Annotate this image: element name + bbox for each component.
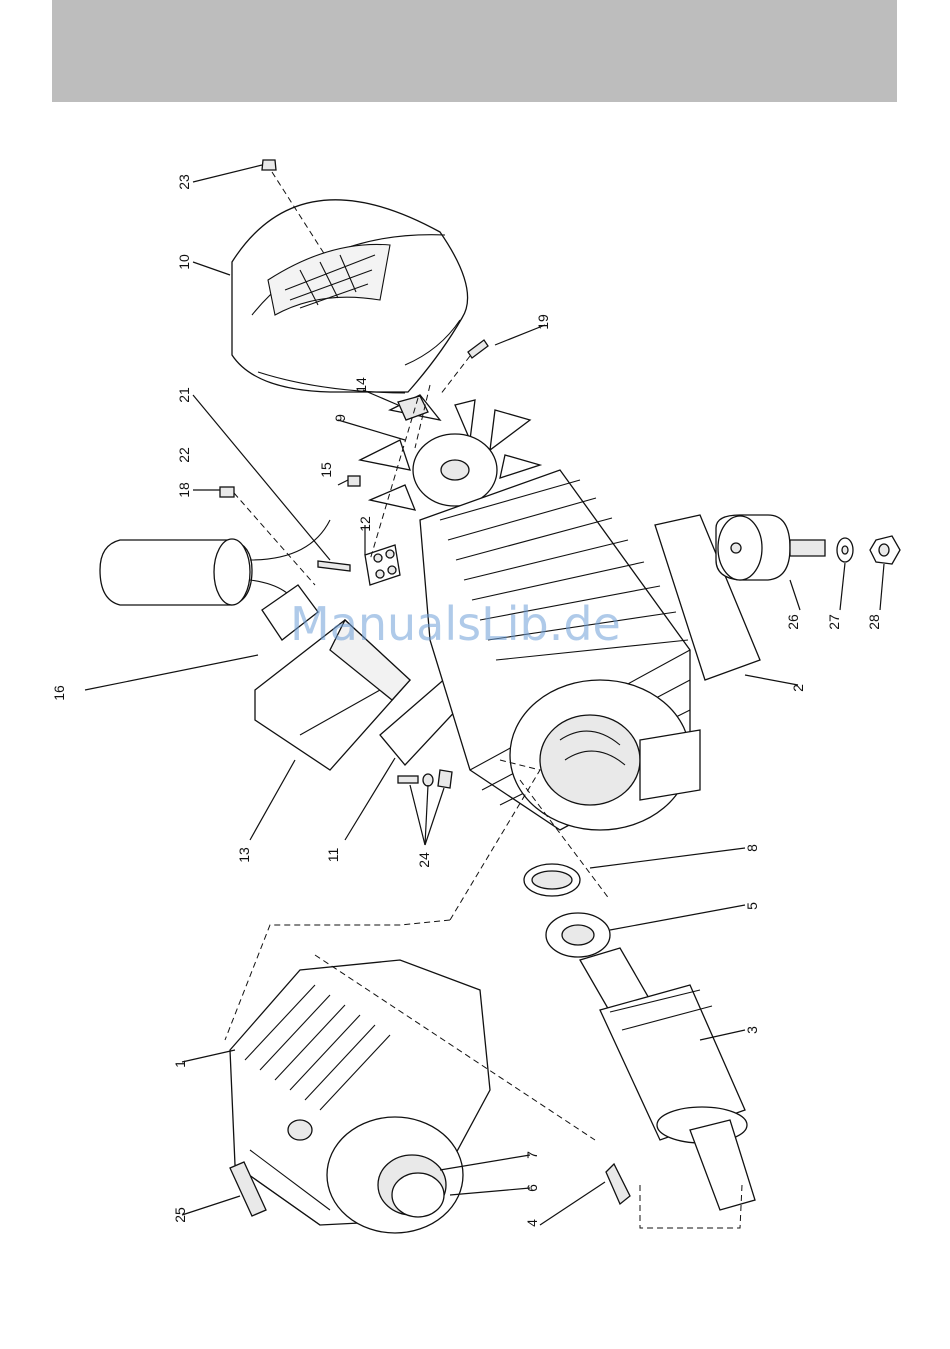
callout-21: 21 [176, 387, 192, 403]
callout-28: 28 [866, 614, 882, 630]
watermark: ManualsLib.de [290, 597, 621, 651]
callout-8: 8 [744, 844, 760, 852]
callout-1: 1 [172, 1060, 188, 1068]
callout-12: 12 [357, 516, 373, 532]
callout-22: 22 [176, 447, 192, 463]
callout-18: 18 [176, 482, 192, 498]
callout-15: 15 [318, 462, 334, 478]
screw-21 [318, 561, 350, 571]
callout-6: 6 [524, 1184, 540, 1192]
callout-11: 11 [325, 848, 341, 863]
seal-ring-8 [524, 864, 580, 896]
callout-9: 9 [332, 414, 348, 422]
nut-15 [348, 476, 360, 486]
screw-set-24 [398, 770, 452, 788]
callout-2: 2 [790, 684, 806, 692]
key-4 [606, 1164, 630, 1204]
callout-25: 25 [172, 1207, 188, 1223]
screw-19 [440, 340, 488, 395]
callout-5: 5 [744, 902, 760, 910]
callout-14: 14 [353, 377, 369, 393]
callout-24: 24 [416, 852, 432, 868]
rotor-shaft [580, 948, 755, 1210]
screw-22 [220, 487, 234, 497]
fan-cover [232, 200, 468, 393]
callout-4: 4 [524, 1219, 540, 1227]
callout-10: 10 [176, 254, 192, 270]
callout-23: 23 [176, 174, 192, 190]
callout-7: 7 [524, 1151, 540, 1159]
bearing-5 [546, 913, 610, 957]
end-shield [230, 960, 490, 1233]
callout-26: 26 [785, 614, 801, 630]
nut-28 [870, 536, 900, 564]
callout-19: 19 [535, 314, 551, 330]
callout-16: 16 [51, 685, 67, 701]
callout-3: 3 [744, 1026, 760, 1034]
callout-27: 27 [826, 614, 842, 630]
washer-27 [837, 538, 853, 562]
callout-13: 13 [236, 847, 252, 863]
mount-pad-26 [716, 515, 825, 580]
terminal-block [365, 545, 400, 585]
